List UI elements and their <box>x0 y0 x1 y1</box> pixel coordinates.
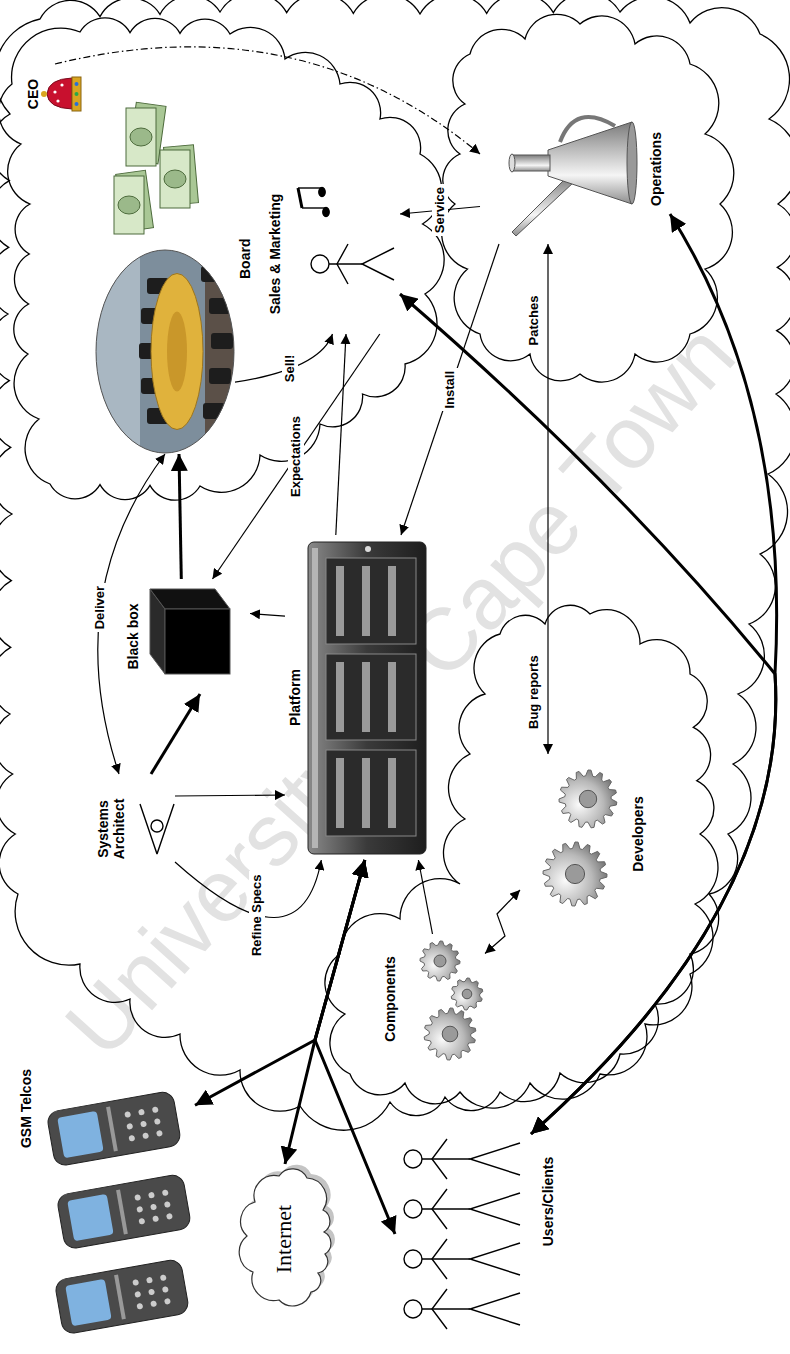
gear-icons <box>420 770 617 1060</box>
arrow <box>418 860 432 934</box>
arrow <box>401 244 499 535</box>
node-label: GSM Telcos <box>18 1069 34 1189</box>
arrow <box>485 890 520 954</box>
money-icon <box>114 102 198 234</box>
internet-cloud: Internet <box>235 1164 335 1314</box>
gear-hub <box>579 790 596 807</box>
edge-label: Patches <box>526 293 542 349</box>
users-node: Users/Clients <box>395 1134 565 1334</box>
server-icon <box>308 542 426 854</box>
edge-label: Refine Specs <box>249 871 265 959</box>
developers-node: Developers <box>520 754 650 914</box>
arrow <box>175 795 285 796</box>
crown-icon <box>41 77 81 111</box>
node-label: Board <box>237 219 253 279</box>
node-label: Internet <box>271 1164 296 1314</box>
line-label: Bug reports <box>526 652 542 732</box>
arrow <box>547 244 548 754</box>
node-label: CEO <box>25 64 41 124</box>
node-label: Systems Architect <box>95 774 127 884</box>
thick-arrow <box>179 454 181 579</box>
thick-arrow <box>195 860 365 1105</box>
gear-icon <box>420 941 460 981</box>
node-label: Developers <box>630 754 646 914</box>
dashed-arrow <box>55 47 480 154</box>
developers-cloud <box>325 605 718 1108</box>
board-cloud <box>0 18 444 500</box>
gear-icon <box>543 842 607 906</box>
node-label: Platform <box>287 535 303 860</box>
architect-node: Systems Architect <box>95 774 175 884</box>
node-label: Sales & Marketing <box>267 174 283 334</box>
arrow <box>336 334 346 535</box>
board-photo-oval <box>95 249 235 454</box>
sales-node: Sales & Marketing <box>265 174 400 334</box>
arrow <box>213 334 380 579</box>
thick-arrow <box>531 214 777 1134</box>
ceo-node: CEO <box>25 64 85 124</box>
operations-cloud <box>442 14 734 382</box>
music-note-icon <box>298 188 329 217</box>
node-label: Users/Clients <box>540 1139 556 1264</box>
operations-node: Operations <box>480 94 670 244</box>
edge-label: Expectations <box>288 413 304 500</box>
node-label: Operations <box>648 94 664 244</box>
board-photo: Board <box>95 249 235 454</box>
thick-arrow <box>151 694 200 774</box>
arrow <box>250 614 285 617</box>
gear-icon <box>451 978 483 1010</box>
platform-node: Platform <box>285 535 430 860</box>
gear-icon <box>424 1008 476 1060</box>
gear-hub <box>462 989 472 999</box>
edge-label: Install <box>442 368 458 412</box>
edge-label: Service <box>432 184 448 236</box>
thick-arrow <box>315 860 395 1234</box>
black-cube <box>150 589 230 674</box>
company-cloud <box>0 0 790 1130</box>
oil-can-icon <box>509 117 637 236</box>
phone-icons <box>46 1090 192 1334</box>
gear-hub <box>442 1026 458 1042</box>
user-figures <box>404 1139 520 1329</box>
edge-label: Sell! <box>282 352 298 385</box>
node-label: Components <box>382 934 398 1064</box>
thick-arrow <box>400 294 776 1134</box>
gear-hub <box>565 864 584 883</box>
components-node: Components <box>380 934 485 1064</box>
gear-icon <box>559 770 617 828</box>
edge-label: Deliver <box>92 583 108 632</box>
cloud-outlines <box>0 0 790 1130</box>
sales-figure <box>311 244 394 284</box>
black-box-node: Black box <box>125 579 250 694</box>
gear-hub <box>434 955 446 967</box>
eye-icon <box>140 804 174 854</box>
node-label: Black box <box>125 579 141 694</box>
telcos-node: GSM Telcos <box>15 1064 195 1339</box>
